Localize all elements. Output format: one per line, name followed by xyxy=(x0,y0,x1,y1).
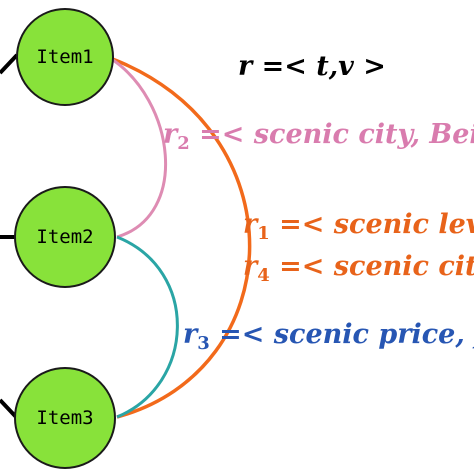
relation-r4-text: =< scenic cit xyxy=(270,251,474,282)
relation-r1-subscript: 1 xyxy=(257,223,270,244)
relation-r2-text: =< scenic city, Beij xyxy=(190,119,474,150)
relation-r4-subscript: 4 xyxy=(257,265,270,286)
edge-left-item1 xyxy=(0,53,19,75)
relation-r3-subscript: 3 xyxy=(197,333,210,354)
node-item1: Item1 xyxy=(16,8,114,106)
relation-r1: r1 =< scenic lev xyxy=(243,209,474,244)
node-item2: Item2 xyxy=(14,186,116,288)
node-item2-label: Item2 xyxy=(36,226,93,248)
node-item3: Item3 xyxy=(14,367,116,469)
relation-r1-symbol: r xyxy=(243,209,259,240)
edge-r2-item1-item2 xyxy=(109,56,168,239)
relation-r2-symbol: r xyxy=(163,119,179,150)
edge-r1-item1-item3 xyxy=(109,56,252,419)
relation-r3-text: =< scenic price, f xyxy=(210,319,474,350)
relation-r1-text: =< scenic lev xyxy=(270,209,474,240)
relation-r2: r2 =< scenic city, Beij xyxy=(163,119,474,154)
relation-r4: r4 =< scenic cit xyxy=(243,251,474,286)
relation-r3: r3 =< scenic price, f xyxy=(183,319,474,354)
node-item3-label: Item3 xyxy=(36,407,93,429)
relation-r3-symbol: r xyxy=(183,319,199,350)
relation-r4-symbol: r xyxy=(243,251,259,282)
tuple-lhs: r xyxy=(238,51,254,82)
edge-r3-item2-item3 xyxy=(116,235,179,419)
node-item1-label: Item1 xyxy=(36,46,93,68)
tuple-rhs: =< t,v > xyxy=(252,51,386,82)
tuple-definition: r =< t,v > xyxy=(238,51,386,82)
relation-r2-subscript: 2 xyxy=(177,133,190,154)
